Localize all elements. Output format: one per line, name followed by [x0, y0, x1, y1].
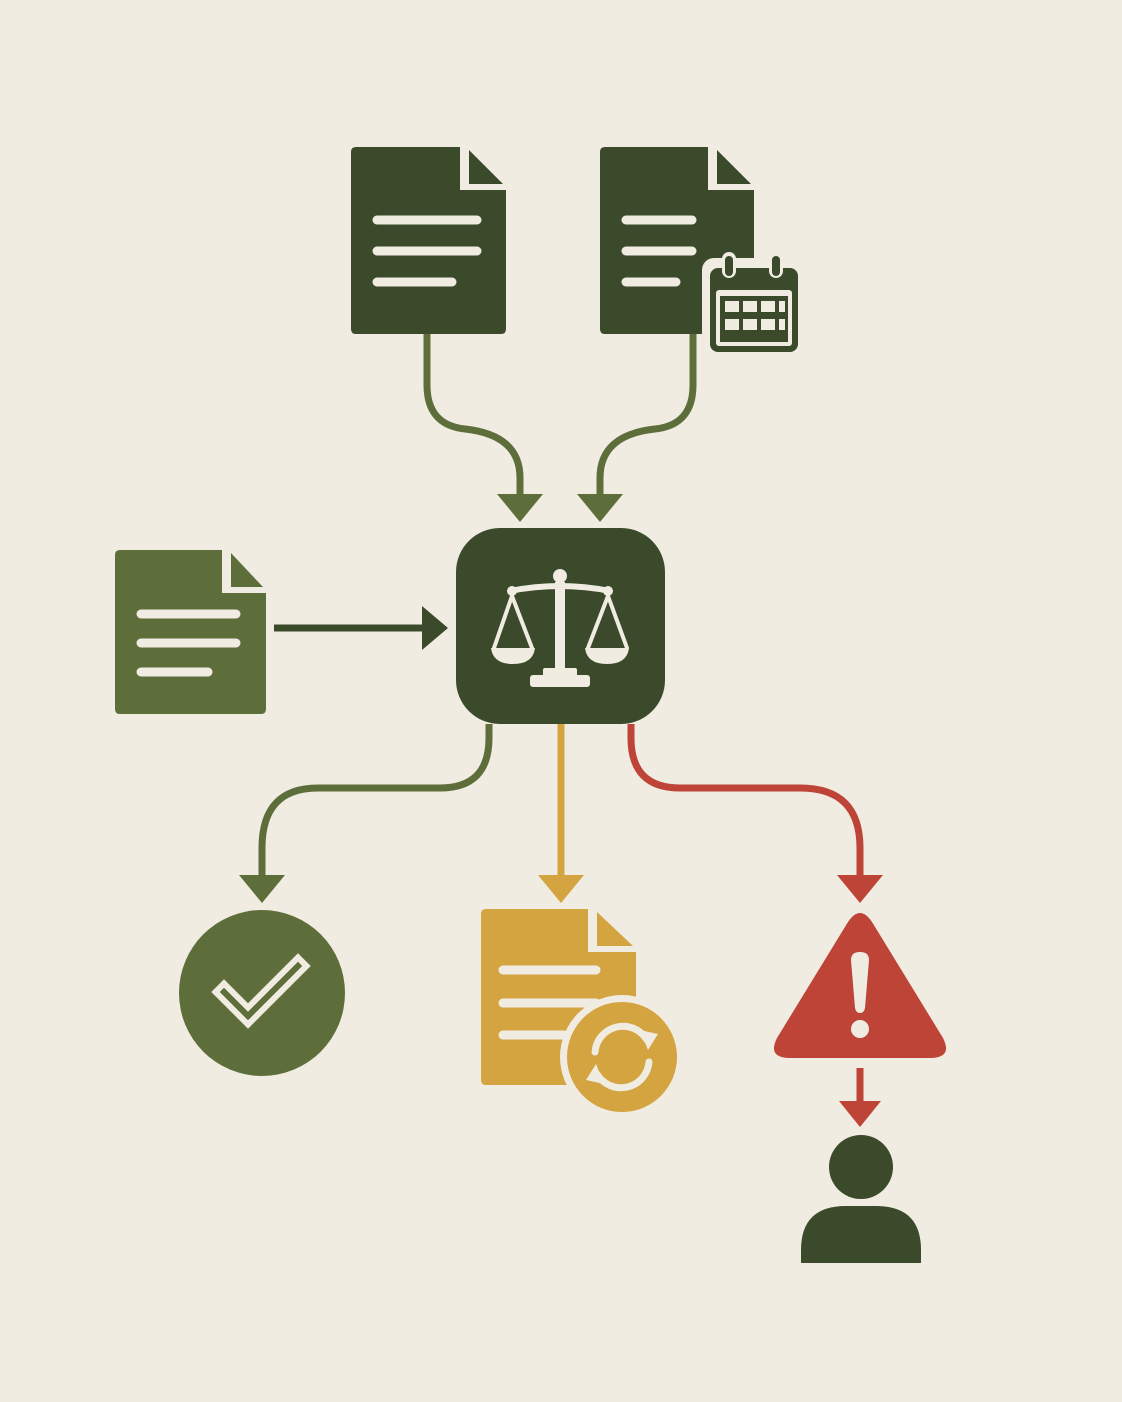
connector-source-to-hub [423, 330, 543, 522]
escalation-outcome [773, 913, 947, 1058]
dated-document [600, 147, 804, 360]
arrowhead [839, 1101, 881, 1127]
arrowhead [577, 494, 623, 522]
side-input-document [115, 550, 266, 714]
approved-outcome [179, 910, 345, 1076]
source-document [351, 147, 506, 334]
scales-of-justice-icon [491, 569, 629, 687]
connector-hub-to-approved [239, 724, 493, 903]
folded-corner [597, 912, 633, 946]
checkmark-circle-icon [179, 910, 345, 1076]
connector-dated-to-hub [577, 330, 697, 522]
calendar-icon [702, 252, 804, 360]
connector-side-to-hub [274, 606, 448, 650]
warning-triangle-icon [773, 913, 947, 1058]
connectors [239, 330, 883, 1127]
folded-corner [717, 150, 751, 184]
arrowhead [497, 494, 543, 522]
connector-escalation-to-reviewer [839, 1068, 881, 1127]
arrowhead [538, 875, 584, 903]
document-icon [351, 147, 506, 334]
folded-corner [469, 150, 503, 184]
connector-hub-to-revision [538, 724, 584, 903]
human-reviewer [801, 1135, 921, 1263]
refresh-icon [560, 995, 684, 1119]
arrowhead [422, 606, 448, 650]
document-refresh-icon [481, 909, 684, 1119]
arrowhead [239, 875, 285, 903]
evaluation-hub [456, 528, 665, 724]
arrowhead [837, 875, 883, 903]
person-icon [801, 1135, 921, 1263]
connector-hub-to-escalation [627, 724, 883, 903]
revision-outcome [481, 909, 684, 1119]
folded-corner [231, 553, 263, 587]
document-icon [115, 550, 266, 714]
